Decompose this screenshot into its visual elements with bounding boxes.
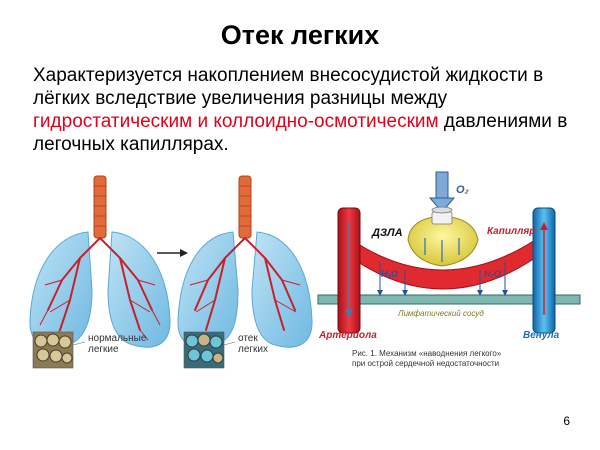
h2o-right-label: H₂O: [484, 269, 501, 279]
normal-lungs-illustration: [29, 175, 171, 348]
capillary-label: Капилляр: [487, 226, 536, 237]
normal-lungs-label-line2: легкие: [88, 344, 119, 355]
normal-lungs-label: нормальные легкие: [88, 333, 146, 355]
edema-lungs-illustration: [177, 175, 313, 348]
edema-lungs-label-line1: отек: [238, 333, 258, 344]
capillary-mechanism-diagram: [317, 171, 581, 334]
figure-caption-line2: при острой сердечной недостаточности: [352, 359, 500, 368]
o2-label: O₂: [456, 184, 469, 196]
normal-alveoli-inset: [32, 331, 74, 369]
figure-caption: Рис. 1. Механизм «наводнения легкого» пр…: [352, 349, 501, 369]
slide-title: Отек легких: [220, 20, 380, 50]
description-text-1: Характеризуется накоплением внесосудисто…: [33, 65, 544, 109]
arteriole-label: Артериола: [319, 330, 377, 341]
dzla-label: ДЗЛА: [372, 227, 403, 239]
edema-lungs-label: отек легких: [238, 333, 268, 355]
lungs-figure: [29, 171, 581, 369]
edema-alveoli-inset: [183, 331, 225, 369]
h2o-left-label: H₂O: [381, 269, 398, 279]
description-text-2: давлениями в легочных капиллярах.: [33, 111, 568, 155]
figure-caption-line1: Рис. 1. Механизм «наводнения легкого»: [352, 349, 502, 358]
page-number: 6: [563, 414, 570, 428]
transition-arrow: [157, 249, 188, 257]
edema-lungs-label-line2: легких: [238, 344, 269, 355]
description-highlight: гидростатическим и коллоидно-осмотически…: [33, 111, 439, 132]
venule-label: Венула: [523, 330, 560, 341]
slide-description: Характеризуется накоплением внесосудисто…: [33, 64, 578, 156]
lymph-vessel-label: Лимфатический сосуд: [398, 309, 484, 318]
normal-lungs-label-line1: нормальные: [88, 333, 147, 344]
